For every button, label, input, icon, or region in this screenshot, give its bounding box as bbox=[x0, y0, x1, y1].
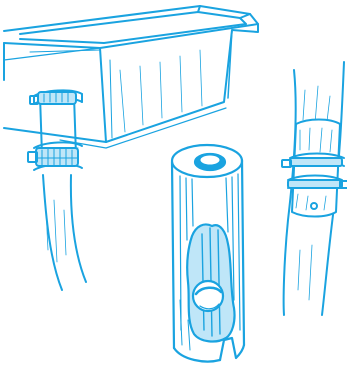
cutaway-cylinder bbox=[172, 145, 244, 362]
hose-clamps bbox=[28, 90, 82, 170]
drain-pipe bbox=[40, 96, 86, 290]
ball bbox=[193, 281, 223, 311]
sink-basin bbox=[4, 6, 258, 148]
hose-with-clamps bbox=[282, 62, 347, 315]
